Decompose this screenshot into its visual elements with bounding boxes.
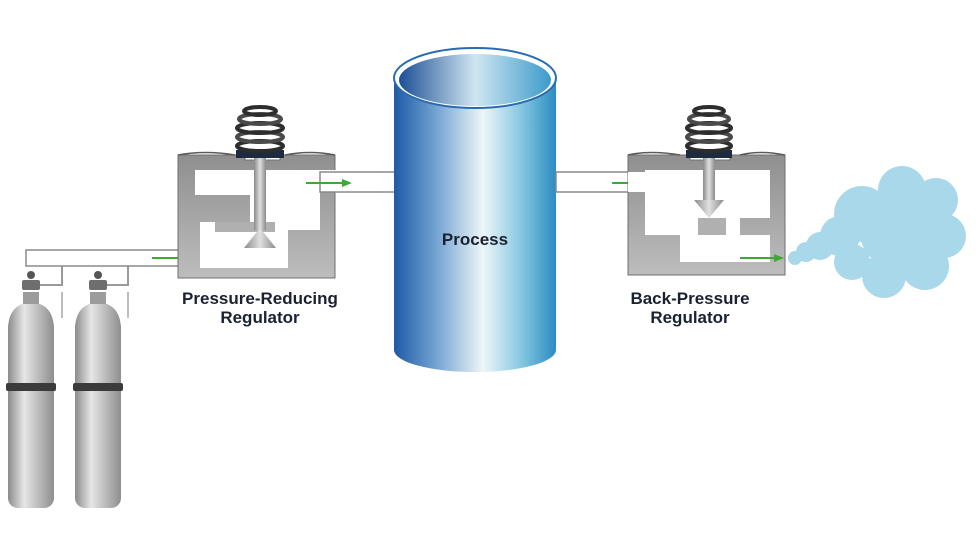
gas-cylinder-right	[73, 271, 123, 508]
back-pressure-label-line2: Regulator	[650, 308, 730, 327]
cylinder-connectors	[40, 266, 129, 318]
back-pressure-label-line1: Back-Pressure	[630, 289, 750, 308]
bpr-outlet-arrow	[740, 254, 784, 262]
process-label: Process	[441, 230, 509, 249]
pressure-reducing-regulator-label: Pressure-Reducing Regulator	[150, 289, 370, 327]
prv-outlet-pipe	[306, 171, 396, 193]
exhaust-cloud	[788, 166, 966, 298]
bpr-stem	[694, 158, 724, 218]
back-pressure-regulator-label: Back-Pressure Regulator	[600, 289, 780, 327]
process-vessel	[393, 47, 557, 372]
prv-stem	[244, 158, 276, 248]
pressure-reducing-label-line1: Pressure-Reducing	[182, 289, 338, 308]
gas-cylinder-left	[6, 271, 56, 508]
bpr-spring	[685, 105, 733, 158]
pressure-reducing-label-line2: Regulator	[220, 308, 300, 327]
prv-spring	[235, 105, 285, 158]
